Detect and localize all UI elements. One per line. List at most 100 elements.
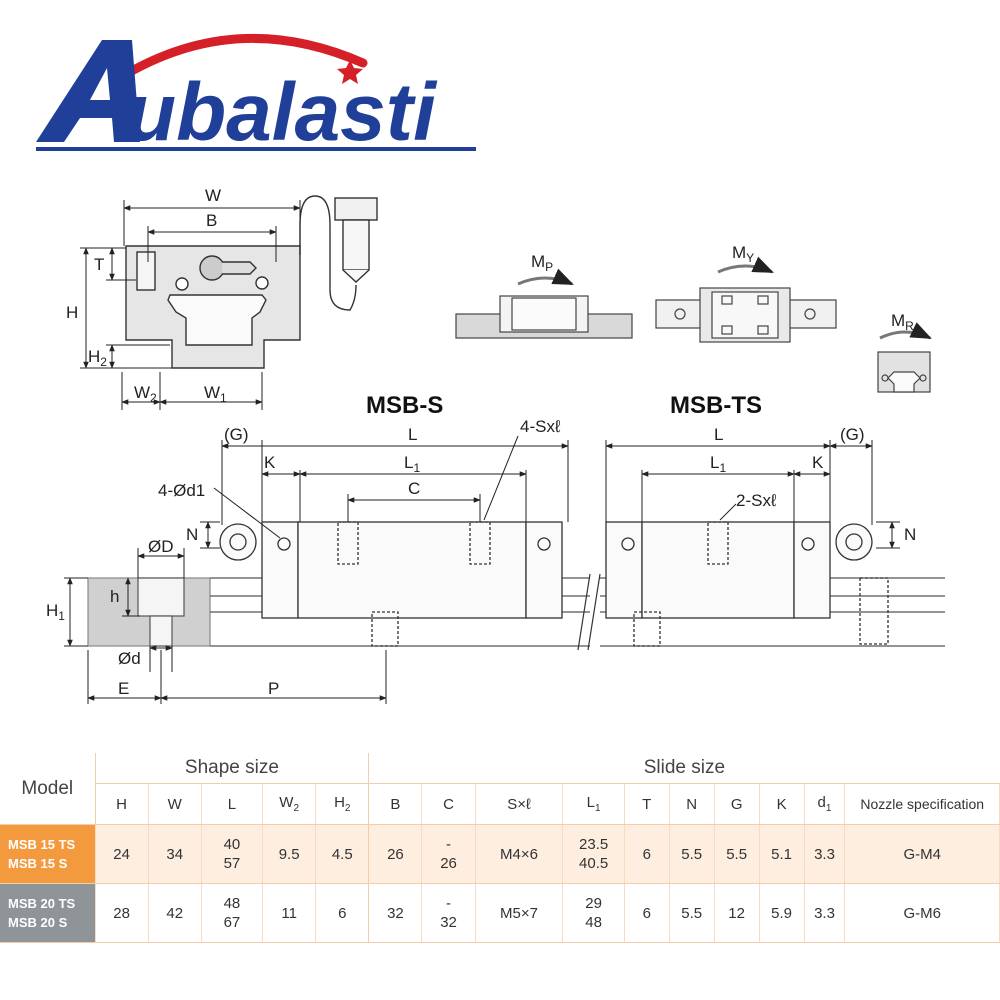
cell-n: 5.5	[669, 824, 715, 884]
cell-w: 34	[148, 824, 202, 884]
technical-drawing: W B T H H2 W2 W1 MP MY MR MSB-S MSB-TS	[46, 186, 945, 704]
label-l-left: L	[408, 425, 417, 444]
label-t: T	[94, 255, 104, 274]
cell-d1: 3.3	[804, 824, 846, 884]
logo-letter-a	[36, 40, 140, 142]
label-n-left: N	[186, 525, 198, 544]
msb-ts-block	[605, 521, 889, 647]
col-w2: W2	[262, 783, 317, 825]
cell-c: -26	[421, 824, 476, 884]
cell-sxl: M4×6	[475, 824, 564, 884]
cell-h: 24	[95, 824, 149, 884]
label-c: C	[408, 479, 420, 498]
label-g-left: (G)	[224, 425, 249, 444]
label-l-right: L	[714, 425, 723, 444]
col-c: C	[421, 783, 476, 825]
col-g: G	[714, 783, 760, 825]
header-shape-size: Shape size	[95, 753, 370, 784]
label-w2: W2	[134, 383, 157, 405]
cell-h2: 4.5	[315, 824, 370, 884]
cell-g: 5.5	[714, 824, 760, 884]
label-w1: W1	[204, 383, 227, 405]
cross-section-dimensions	[80, 200, 301, 410]
table-column-header-row: H W L W2 H2 B C S×ℓ L1 T N G K d1 Nozzle…	[0, 783, 1000, 825]
rail-hole-shank	[149, 615, 173, 647]
spec-table: Model Shape size Slide size H W L W2 H2 …	[0, 753, 1000, 943]
label-l1-right: L1	[710, 453, 726, 475]
cell-h2: 6	[315, 883, 370, 943]
label-g-right: (G)	[840, 425, 865, 444]
label-p: P	[268, 679, 279, 698]
cell-nozzle: G-M6	[844, 883, 1000, 943]
cell-k: 5.1	[759, 824, 805, 884]
label-4d1: 4-Ød1	[158, 481, 205, 500]
label-phi-d-lower: Ød	[118, 649, 141, 668]
mount-screw-left	[136, 251, 156, 291]
cell-w2: 11	[262, 883, 317, 943]
label-h: H	[66, 303, 78, 322]
hose-loop	[299, 195, 357, 311]
cell-k: 5.9	[759, 883, 805, 943]
col-w: W	[148, 783, 202, 825]
header-slide-size: Slide size	[368, 753, 1000, 784]
label-h2: H2	[88, 347, 107, 369]
label-h1: H1	[46, 601, 65, 623]
cross-section-view	[125, 195, 378, 369]
logo-star	[337, 60, 363, 84]
col-d1: d1	[804, 783, 846, 825]
col-h: H	[95, 783, 149, 825]
label-l1-left: L1	[404, 453, 420, 475]
loose-screw-head	[334, 197, 378, 221]
cell-h: 28	[95, 883, 149, 943]
cell-w: 42	[148, 883, 202, 943]
cell-w2: 9.5	[262, 824, 317, 884]
header-model: Model	[0, 753, 96, 825]
label-n-right: N	[904, 525, 916, 544]
rail-hole-head	[137, 577, 185, 617]
moment-my-view	[655, 256, 837, 343]
brand-logo: ubalasti	[36, 33, 476, 158]
corner-hole	[175, 277, 189, 291]
col-nozzle: Nozzle specification	[844, 783, 1000, 825]
logo-wordmark: ubalasti	[126, 67, 438, 158]
cell-b: 26	[368, 824, 423, 884]
cell-n: 5.5	[669, 883, 715, 943]
moment-mp-view	[455, 268, 633, 339]
loose-screw-tip	[342, 269, 370, 283]
msb-s-block	[219, 521, 563, 647]
col-n: N	[669, 783, 715, 825]
col-sxl: S×ℓ	[475, 783, 564, 825]
col-l1: L1	[562, 783, 625, 825]
cell-nozzle: G-M4	[844, 824, 1000, 884]
grease-fitting	[222, 261, 257, 275]
side-view-dimensions	[64, 435, 900, 704]
cell-t: 6	[624, 824, 670, 884]
label-4sxl: 4-Sxℓ	[520, 417, 561, 436]
label-e: E	[118, 679, 129, 698]
col-b: B	[368, 783, 423, 825]
table-group-header-row: Model Shape size Slide size	[0, 753, 1000, 825]
loose-screw-shank	[342, 219, 370, 271]
label-k-left: K	[264, 453, 276, 472]
label-mr: MR	[891, 311, 914, 333]
title-msb-s: MSB-S	[366, 392, 443, 419]
cell-d1: 3.3	[804, 883, 846, 943]
cell-sxl: M5×7	[475, 883, 564, 943]
title-msb-ts: MSB-TS	[670, 392, 762, 419]
cell-t: 6	[624, 883, 670, 943]
rail-profile	[167, 294, 267, 346]
label-mp: MP	[531, 252, 553, 274]
logo-underline	[36, 147, 476, 151]
cell-b: 32	[368, 883, 423, 943]
label-2sxl: 2-Sxℓ	[736, 491, 777, 510]
label-b: B	[206, 211, 217, 230]
label-h-small: h	[110, 587, 119, 606]
